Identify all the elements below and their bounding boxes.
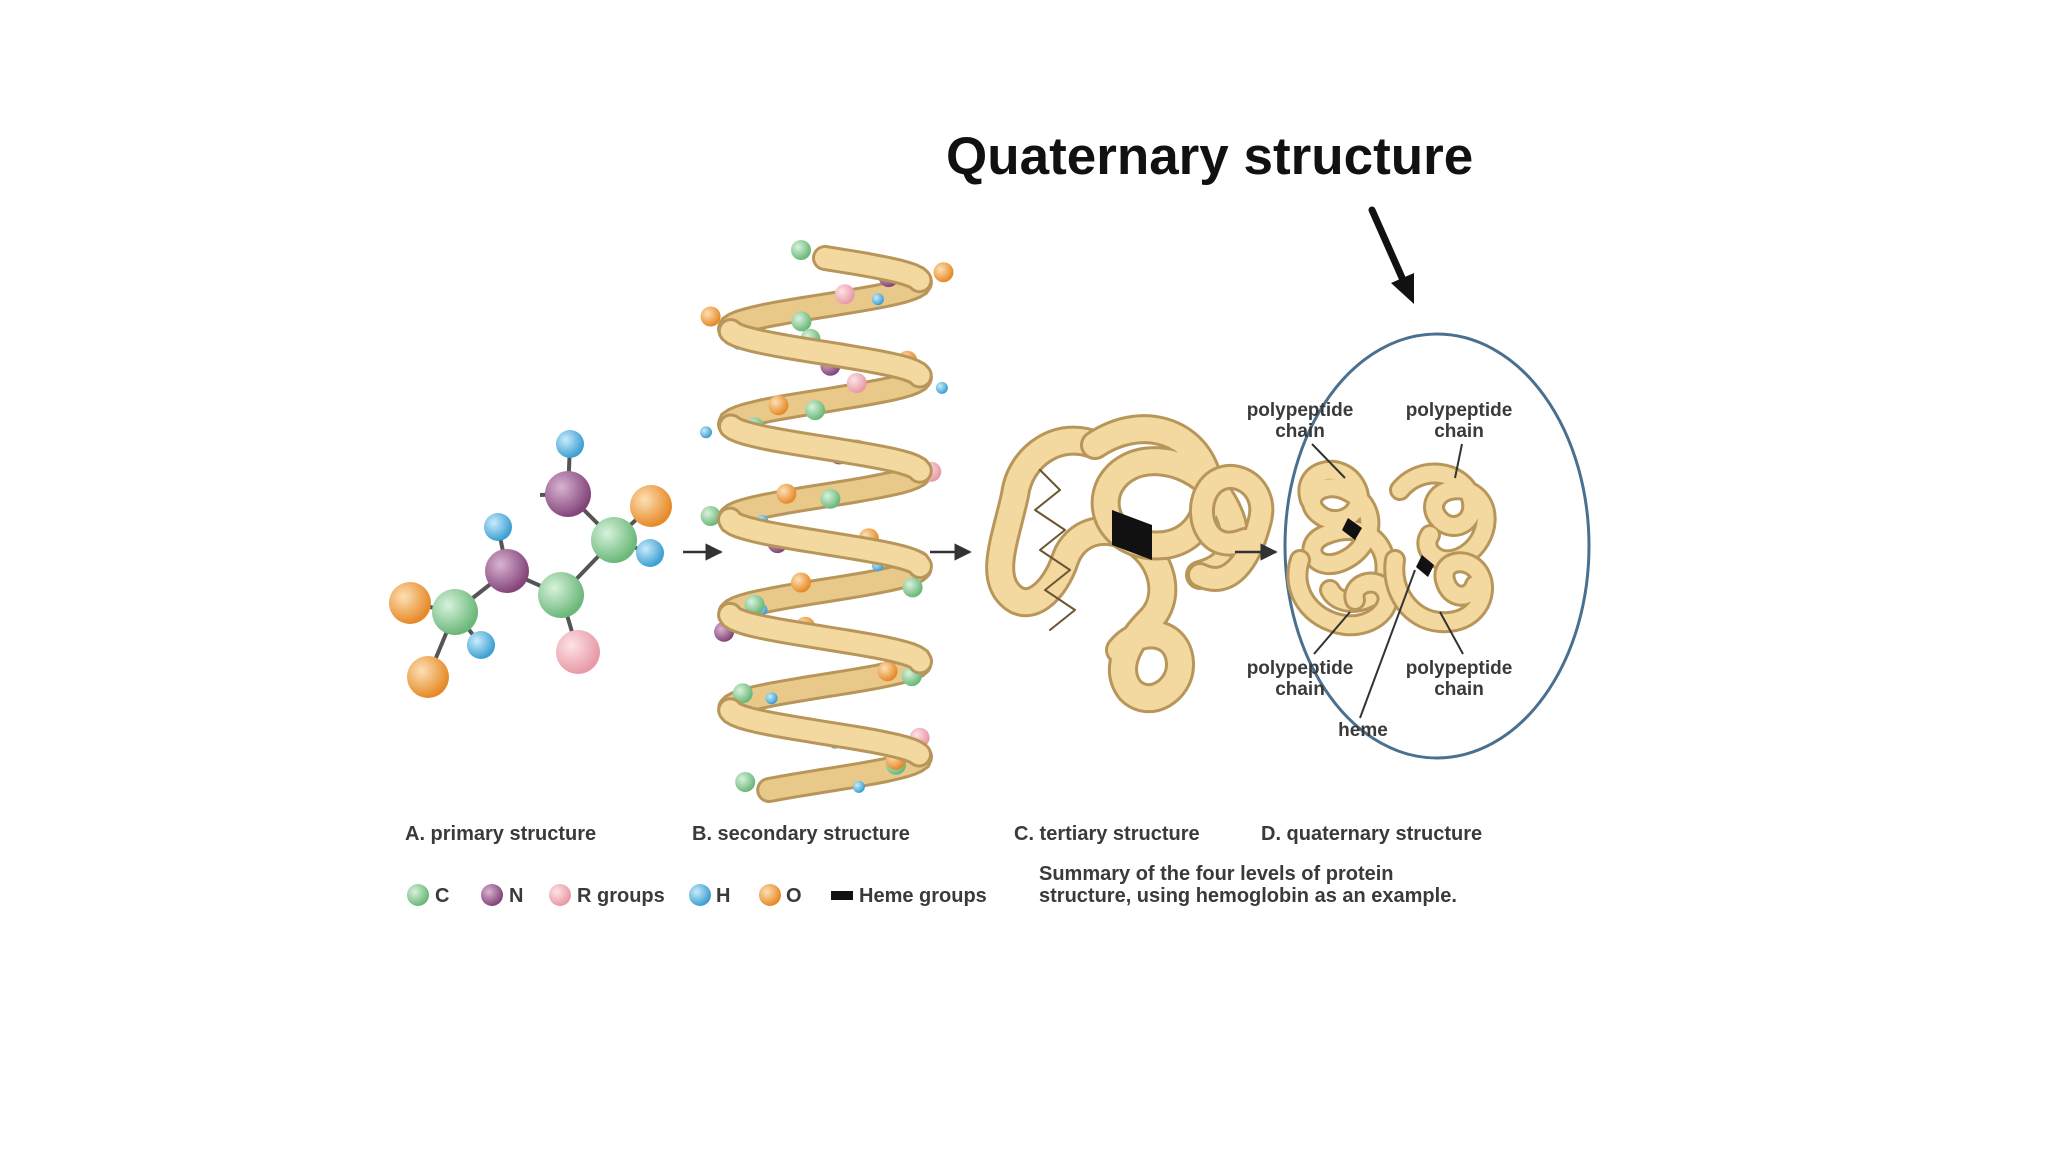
helix-atom-carbon	[744, 594, 765, 615]
label-primary-structure: A. primary structure	[405, 823, 596, 845]
helix-atom-carbon	[820, 488, 841, 509]
legend-nitrogen: N	[509, 885, 523, 907]
helix-ribbon-front	[720, 248, 930, 765]
legend-heme-groups: Heme groups	[859, 885, 987, 907]
legend-r-group-swatch	[549, 884, 571, 906]
callout-chain-bottom-right-2: chain	[1434, 679, 1484, 700]
quaternary-highlight-circle	[1283, 332, 1591, 760]
caption-line-1: Summary of the four levels of protein	[1039, 863, 1394, 885]
helix-atom-hydrogen	[852, 780, 865, 793]
helix-atom-carbon	[791, 311, 812, 332]
callout-chain-top-left-2: chain	[1275, 421, 1325, 442]
helix-atom-hydrogen	[700, 426, 712, 439]
tertiary-structure-ribbon	[985, 414, 1275, 714]
secondary-structure-helix	[700, 240, 954, 803]
title-pointer-arrow	[1368, 206, 1414, 304]
helix-atom-oxygen	[791, 572, 811, 593]
legend-carbon: C	[435, 885, 449, 907]
callout-chain-top-right: polypeptide	[1406, 400, 1513, 421]
helix-atom-carbon	[732, 683, 753, 704]
helix-atom-oxygen	[877, 661, 898, 682]
legend-carbon-swatch	[407, 884, 429, 906]
helix-atom-oxygen	[776, 483, 797, 504]
slide-title: Quaternary structure	[946, 127, 1474, 186]
callout-labels: polypeptide chain polypeptide chain poly…	[1247, 400, 1513, 741]
legend-heme-swatch	[831, 891, 853, 900]
caption-line-2: structure, using hemoglobin as an exampl…	[1039, 885, 1457, 907]
helix-atom-r-group	[846, 373, 867, 393]
callout-chain-bottom-left: polypeptide	[1247, 658, 1354, 679]
helix-atom-hydrogen	[871, 293, 884, 306]
helix-atom-hydrogen	[935, 381, 948, 394]
legend-hydrogen-swatch	[689, 884, 711, 906]
legend-r-groups: R groups	[577, 885, 665, 907]
figure-caption: Summary of the four levels of protein st…	[1039, 863, 1457, 907]
callout-chain-bottom-right: polypeptide	[1406, 658, 1513, 679]
primary-structure-molecule	[389, 430, 672, 698]
heme-group-tertiary	[1112, 510, 1152, 560]
legend-nitrogen-swatch	[481, 884, 503, 906]
callout-heme: heme	[1338, 720, 1388, 741]
callout-chain-top-left: polypeptide	[1247, 400, 1354, 421]
quaternary-structure-hemoglobin	[1286, 443, 1497, 719]
callout-chain-bottom-left-2: chain	[1275, 679, 1325, 700]
panel-labels: A. primary structure B. secondary struct…	[405, 823, 1482, 845]
helix-atom-carbon	[805, 400, 826, 421]
legend-oxygen: O	[786, 885, 802, 907]
helix-atom-carbon	[735, 772, 756, 792]
helix-atom-oxygen	[933, 262, 954, 283]
legend-hydrogen: H	[716, 885, 730, 907]
heme-group-left	[1342, 518, 1362, 540]
helix-atom-carbon	[700, 506, 721, 526]
label-secondary-structure: B. secondary structure	[692, 823, 910, 845]
helix-atom-carbon	[902, 577, 923, 598]
label-quaternary-structure: D. quaternary structure	[1261, 823, 1482, 845]
helix-atom-r-group	[834, 284, 855, 305]
callout-chain-top-right-2: chain	[1434, 421, 1484, 442]
heme-group-right	[1416, 555, 1434, 577]
helix-atom-oxygen	[700, 306, 721, 327]
atom-legend: C N R groups H O Heme groups	[407, 884, 987, 907]
helix-atom-carbon	[791, 240, 811, 260]
label-tertiary-structure: C. tertiary structure	[1014, 823, 1200, 845]
helix-atom-hydrogen	[765, 692, 778, 705]
helix-atom-oxygen	[768, 395, 789, 416]
legend-oxygen-swatch	[759, 884, 781, 906]
